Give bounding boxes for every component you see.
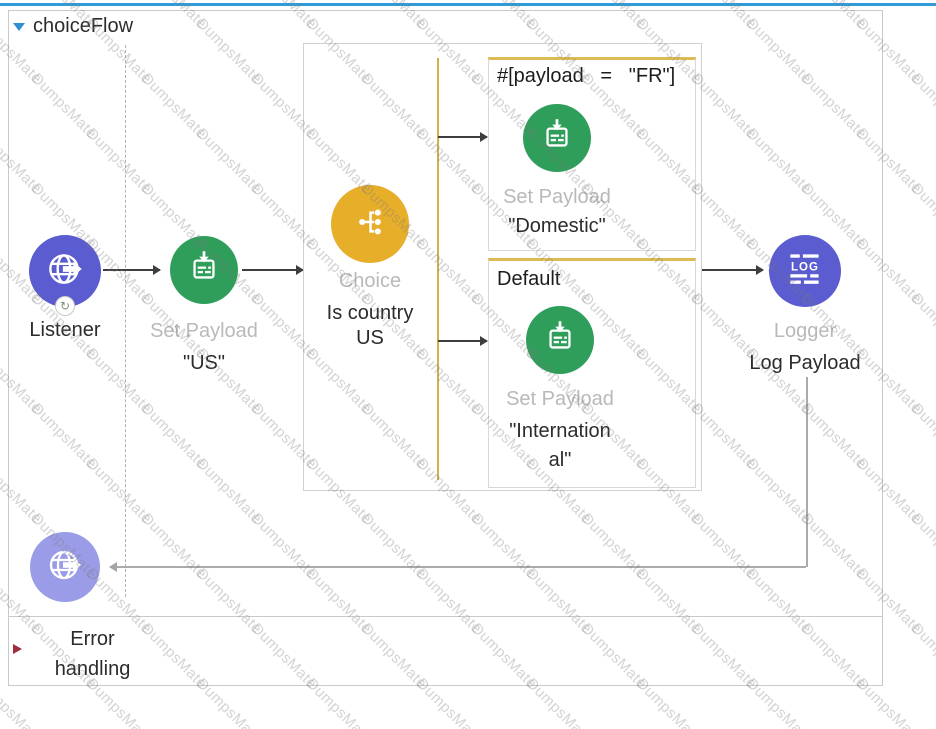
connector-arrow — [103, 265, 161, 274]
source-process-divider — [125, 45, 126, 597]
error-connector-horizontal — [109, 562, 806, 571]
set-payload-international-node[interactable] — [526, 306, 594, 374]
when-condition: #[payload = "FR"] — [497, 65, 676, 87]
log-icon: LOG — [782, 246, 828, 297]
set-payload-international-value-line1: "Internation — [509, 420, 611, 442]
set-payload-domestic-value: "Domestic" — [508, 215, 606, 237]
connector-arrow — [702, 265, 764, 274]
set-payload-us-value: "US" — [183, 352, 225, 374]
set-payload-domestic-node[interactable] — [523, 104, 591, 172]
choice-scope-box[interactable] — [303, 43, 702, 491]
logger-type-label: Logger — [773, 320, 837, 342]
choice-name-line1: Is country — [326, 302, 414, 324]
when-branch-box[interactable] — [488, 57, 696, 251]
logger-name: Log Payload — [749, 352, 861, 374]
connector-arrow — [438, 336, 488, 345]
set-payload-icon — [183, 247, 225, 294]
default-branch-box[interactable] — [488, 258, 696, 488]
choice-router-bar — [437, 58, 439, 480]
choice-node[interactable] — [331, 185, 409, 263]
flow-container[interactable] — [8, 10, 883, 686]
svg-text:LOG: LOG — [791, 261, 819, 273]
default-branch-label: Default — [497, 268, 561, 290]
set-payload-us-type-label: Set Payload — [150, 320, 258, 342]
refresh-icon: ↻ — [55, 296, 75, 316]
set-payload-icon — [539, 317, 581, 364]
branch-icon — [347, 199, 393, 250]
globe-arrow-icon — [43, 543, 87, 592]
choice-name-line2: US — [356, 327, 384, 349]
globe-arrow-icon — [42, 246, 88, 297]
connector-arrow — [242, 265, 304, 274]
set-payload-international-value-line2: al" — [548, 449, 572, 471]
error-handling-separator — [8, 616, 883, 617]
set-payload-us-node[interactable] — [170, 236, 238, 304]
error-handling-expand-icon[interactable] — [13, 644, 22, 654]
listener-node[interactable] — [29, 235, 101, 307]
error-handling-label-line2: handling — [54, 658, 131, 680]
error-connector-vertical — [806, 377, 808, 567]
flow-header[interactable]: choiceFlow — [13, 15, 133, 38]
listener-label: Listener — [29, 319, 101, 341]
error-source-ghost-node[interactable] — [30, 532, 100, 602]
error-handling-label-line1: Error — [70, 628, 115, 650]
logger-node[interactable]: LOG — [769, 235, 841, 307]
choice-type-label: Choice — [338, 270, 402, 292]
set-payload-domestic-type-label: Set Payload — [503, 186, 611, 208]
set-payload-icon — [536, 115, 578, 162]
editor-top-accent-bar — [0, 3, 936, 6]
collapse-triangle-icon[interactable] — [13, 22, 25, 31]
set-payload-international-type-label: Set Payload — [506, 388, 614, 410]
flow-title: choiceFlow — [33, 15, 134, 37]
connector-arrow — [438, 132, 488, 141]
